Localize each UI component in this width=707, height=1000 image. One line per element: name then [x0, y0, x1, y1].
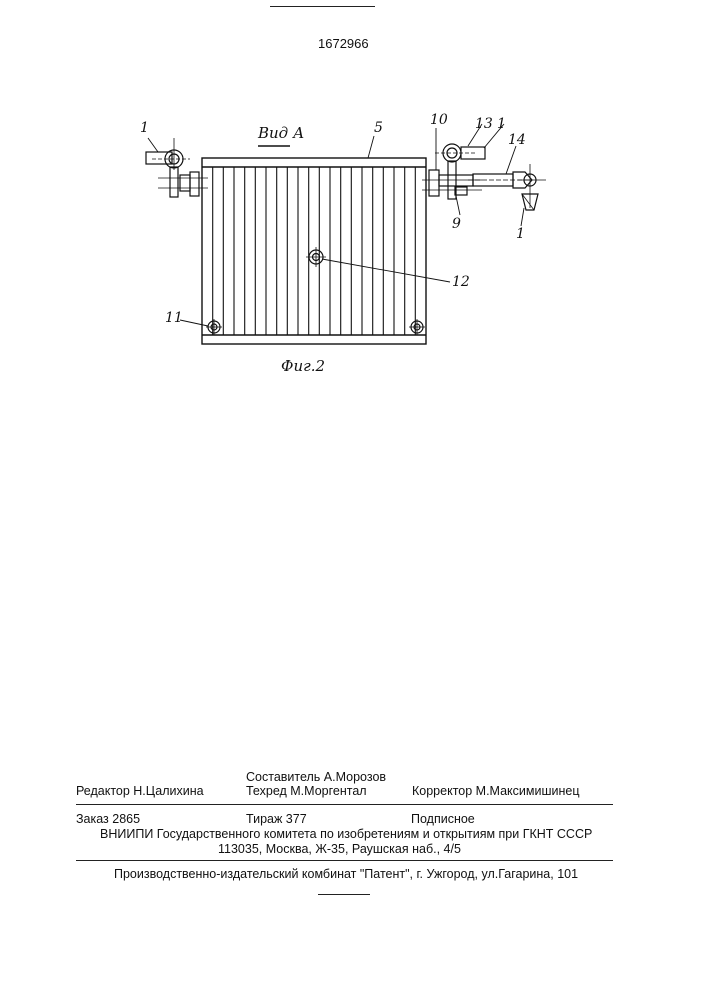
callout-11: 11 [165, 310, 183, 326]
leader-lines [148, 124, 524, 326]
technical-drawing: Вид А [130, 108, 580, 358]
callout-labels: 1 5 10 13 1 14 9 1 12 11 [140, 112, 526, 326]
callout-12: 12 [452, 274, 470, 290]
publisher-line: Производственно-издательский комбинат "П… [114, 867, 578, 881]
editor-line: Редактор Н.Цалихина [76, 784, 204, 798]
patent-number: 1672966 [318, 36, 369, 51]
corner-bolt-right [409, 319, 425, 335]
imprint-rule-2 [76, 860, 613, 861]
order-line: Заказ 2865 [76, 812, 140, 826]
imprint-rule-1 [76, 804, 613, 805]
bottom-mark [318, 894, 370, 895]
address-line: 113035, Москва, Ж-35, Раушская наб., 4/5 [218, 842, 461, 856]
techred-line: Техред М.Моргентал [246, 784, 367, 798]
callout-1-left: 1 [140, 120, 149, 136]
filter-frame [202, 158, 426, 344]
callout-13: 13 [475, 116, 493, 132]
circulation-line: Тираж 377 [246, 812, 307, 826]
callout-10: 10 [430, 112, 448, 128]
corrector-line: Корректор М.Максимишинец [412, 784, 580, 798]
callout-9: 9 [452, 216, 461, 232]
compiler-line: Составитель А.Морозов [246, 770, 386, 784]
right-pipe-fitting [422, 144, 485, 199]
callout-1-top-right: 1 [497, 116, 506, 132]
corner-bolt-left [206, 319, 222, 335]
left-pipe-fitting [146, 138, 208, 197]
callout-5: 5 [374, 120, 383, 136]
institute-line: ВНИИПИ Государственного комитета по изоб… [100, 827, 592, 841]
top-rule [270, 6, 375, 7]
callout-14: 14 [508, 132, 526, 148]
callout-1-lower-right: 1 [516, 226, 525, 242]
vertical-slats [213, 167, 416, 335]
figure-caption: Фиг.2 [281, 357, 325, 375]
view-label: Вид А [257, 124, 304, 142]
subscription-line: Подписное [411, 812, 475, 826]
